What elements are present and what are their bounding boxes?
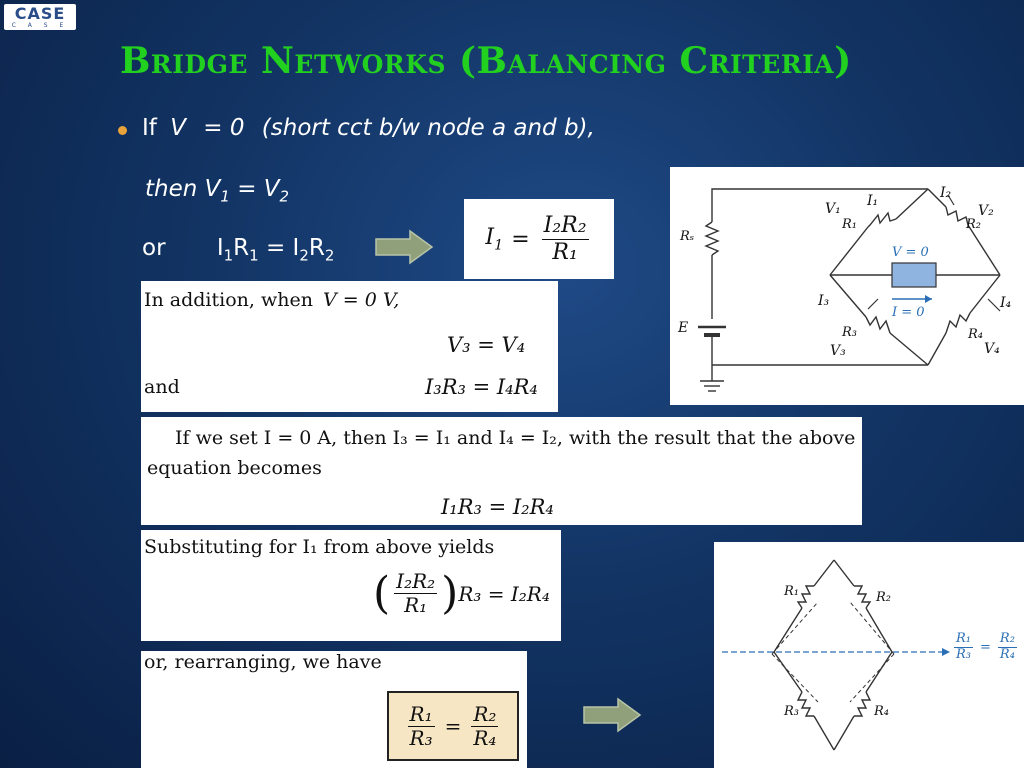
circuit-r4: R₄ [968, 327, 983, 342]
box1-line1-math: V = 0 V, [323, 289, 400, 311]
slide-title: Bridge Networks (Balancing Criteria) [120, 40, 852, 82]
circuit-i1: I₁ [867, 193, 879, 209]
diamond-rden: R₄ [999, 646, 1015, 662]
box-if-we-set: If we set I = 0 A, then I₃ = I₁ and I₄ =… [141, 417, 862, 525]
logo-main: CASE [14, 3, 66, 23]
box4-rden: R₄ [473, 725, 497, 750]
circuit-e: E [678, 320, 689, 336]
circuit-v4: V₄ [984, 341, 1000, 357]
box2-eq: I₁R₃ = I₂R₄ [441, 495, 554, 519]
box4-lden: R₃ [409, 725, 433, 750]
box4-text: or, rearranging, we have [144, 651, 382, 673]
diamond-lnum: R₁ [954, 631, 973, 648]
formula-i1-num: I₂R₂ [541, 213, 589, 240]
circuit-v2: V₂ [978, 203, 994, 219]
circuit-v3: V₃ [830, 343, 846, 359]
diamond-r2: R₂ [876, 590, 891, 605]
bullet-icon [118, 126, 127, 135]
or-eq: = I [258, 235, 300, 261]
box4-lnum: R₁ [407, 701, 435, 727]
circuit-i2: I₂ [940, 185, 952, 201]
bullet-cond: = 0 [203, 115, 245, 141]
formula-i1-frac: I₂R₂ R₁ [541, 213, 589, 265]
or-r2: R [308, 235, 325, 261]
diamond-r1: R₁ [784, 584, 799, 599]
logo-sub: C A S E [11, 21, 69, 29]
then-text: then V [145, 176, 221, 202]
box1-line1: In addition, when [144, 289, 313, 311]
circuit-vzero: V = 0 [892, 245, 929, 260]
box1-and: and [144, 376, 180, 398]
formula-i1-den: R₁ [552, 239, 578, 265]
or-text: or [142, 235, 166, 261]
bullet-desc: (short cct b/w node a and b), [261, 115, 595, 141]
circuit-r2: R₂ [966, 217, 981, 232]
bullet-line: If V = 0 (short cct b/w node a and b), [142, 115, 595, 141]
then-sub1: 1 [220, 187, 230, 206]
then-eq: = V [229, 176, 280, 202]
diamond-lden: R₃ [956, 646, 971, 662]
formula-i1-box: I1 = I₂R₂ R₁ [464, 199, 614, 279]
box2-text: If we set I = 0 A, then I₃ = I₁ and I₄ =… [147, 427, 856, 479]
box3-text: Substituting for I₁ from above yields [144, 536, 495, 558]
or-r1: R [233, 235, 250, 261]
diamond-r3: R₃ [784, 704, 799, 719]
box3-equation: ( I₂R₂ R₁ ) R₃ = I₂R₄ [373, 567, 550, 619]
formula-i1-lhs-sub: 1 [494, 237, 504, 254]
or-r2-sub: 2 [324, 246, 335, 265]
box1-eq2: I₃R₃ = I₄R₄ [425, 375, 538, 399]
or-i2-sub: 2 [299, 246, 309, 265]
box3-frac: I₂R₂ R₁ [394, 569, 438, 617]
circuit-izero: I = 0 [892, 305, 925, 320]
circuit-i4: I₄ [1000, 295, 1012, 311]
box-substituting: Substituting for I₁ from above yields ( … [141, 530, 561, 641]
box3-den: R₁ [404, 593, 428, 617]
bullet-v: V [170, 115, 186, 141]
circuit-r1: R₁ [842, 217, 857, 232]
diamond-svg [722, 559, 950, 751]
box-in-addition: In addition, when V = 0 V, V₃ = V₄ and I… [141, 281, 558, 412]
or-i1-sub: 1 [223, 246, 234, 265]
or-r1-sub: 1 [249, 246, 259, 265]
arrow-right-icon-2 [583, 697, 642, 733]
box4-rnum: R₂ [471, 701, 499, 727]
then-line: then V1 = V2 [145, 176, 289, 206]
formula-i1-lhs: I [485, 224, 495, 250]
bridge-circuit-svg [698, 188, 1001, 392]
bullet-if: If [142, 115, 157, 141]
box1-eq1: V₃ = V₄ [447, 333, 526, 357]
box3-num: I₂R₂ [394, 569, 438, 594]
arrow-right-icon [375, 229, 434, 265]
case-logo: CASE C A S E [4, 4, 76, 30]
diamond-r4: R₄ [874, 704, 889, 719]
or-i1: I [216, 235, 224, 261]
circuit-rs: Rₛ [680, 229, 695, 244]
box3-rest: R₃ = I₂R₄ [458, 581, 550, 606]
circuit-i3: I₃ [818, 293, 830, 309]
then-sub2: 2 [279, 187, 290, 206]
or-line: or I1R1 = I2R2 [142, 235, 334, 265]
diamond-rnum: R₂ [997, 631, 1017, 648]
circuit-r3: R₃ [842, 325, 857, 340]
circuit-v1: V₁ [825, 201, 841, 217]
bridge-circuit-diagram: Rₛ E V₁ I₁ R₁ I₂ V₂ R₂ V = 0 I = 0 I₃ R₃… [670, 167, 1024, 405]
